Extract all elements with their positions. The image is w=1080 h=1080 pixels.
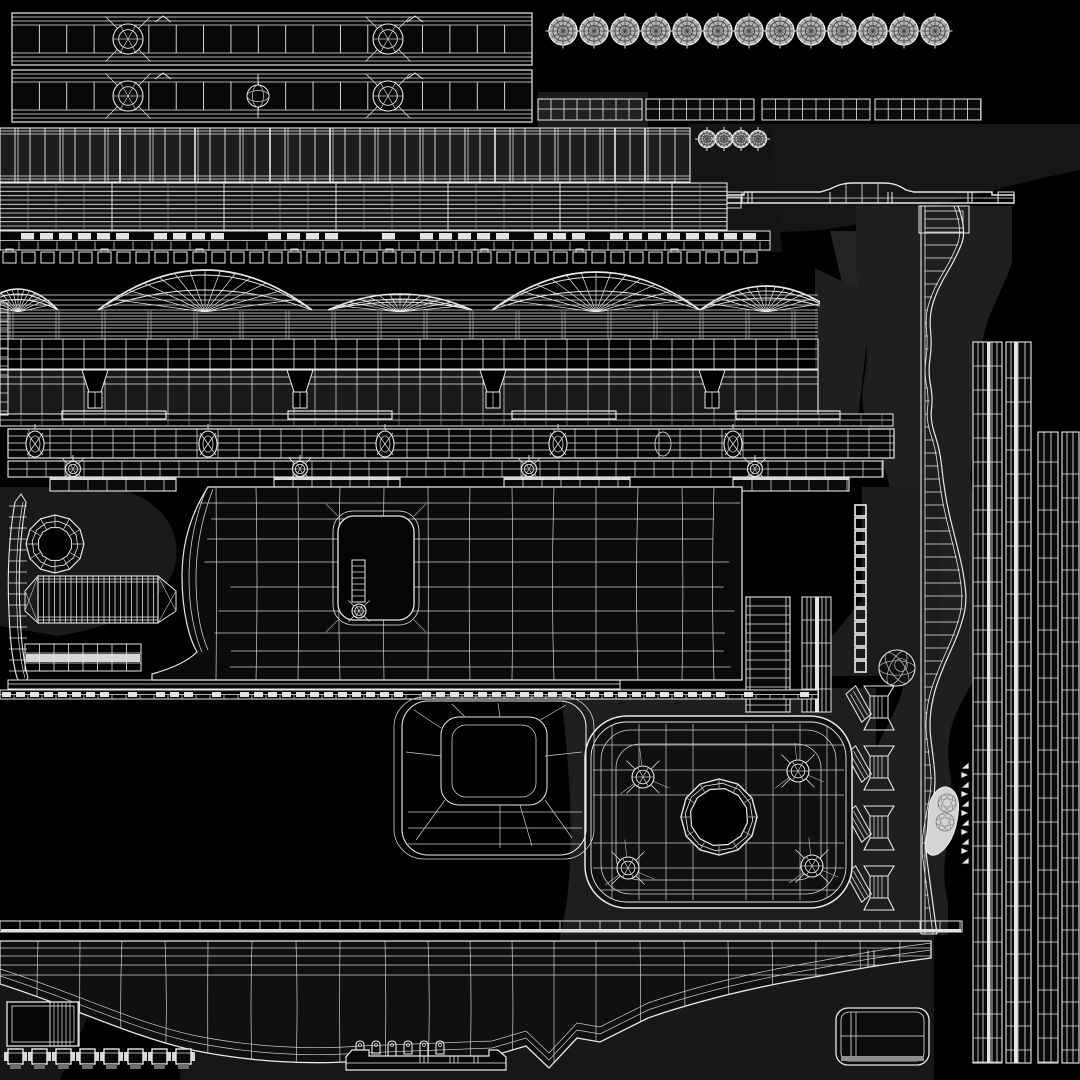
tick-rail-lower <box>0 920 963 933</box>
tiny-glyph-column <box>959 761 970 865</box>
wheel-arch-box <box>393 696 595 860</box>
highlight-blob <box>925 786 960 856</box>
rivet-disc-row <box>545 13 953 49</box>
lined-wide-bar <box>0 182 742 231</box>
small-rivet-row <box>695 127 770 151</box>
top-rail-bar-1 <box>11 12 533 66</box>
bolt-clip-column <box>845 685 895 911</box>
silhouette-top-right <box>689 124 1080 232</box>
bottom-left-bracket <box>6 1001 80 1047</box>
top-strip-3 <box>761 98 871 121</box>
silhouette-arrow <box>800 487 940 676</box>
top-strip-4 <box>874 98 982 121</box>
top-strip-2 <box>645 98 755 121</box>
top-rail-bar-2 <box>11 69 533 123</box>
tall-bar-1 <box>972 341 1003 1064</box>
clip-rail <box>7 455 884 492</box>
base-plate <box>584 715 853 909</box>
left-ladder-strip <box>7 493 29 687</box>
bumper-profile-rail <box>725 182 1015 204</box>
bottom-right-pad <box>835 1007 930 1066</box>
bearing-ring <box>25 514 85 574</box>
top-strip-1 <box>537 98 643 121</box>
notch-panel <box>0 369 819 415</box>
sill-profile <box>345 1049 507 1071</box>
clip-row <box>4 1048 195 1069</box>
dash-rail <box>0 230 771 251</box>
door-panel <box>151 486 743 681</box>
tall-bar-2 <box>1005 341 1032 1064</box>
fastener-row <box>355 1040 445 1057</box>
tall-bar-4 <box>1061 431 1080 1064</box>
fender-wave-band <box>0 269 820 312</box>
tick-rail-upper <box>0 689 819 700</box>
teeth-row <box>2 248 758 264</box>
edge-sliver <box>0 302 9 416</box>
bolt-rail <box>7 424 895 459</box>
thin-rail-a <box>7 679 621 690</box>
wavy-side-strip <box>920 205 967 935</box>
mesh-ball <box>878 649 916 687</box>
striped-wide-bar <box>0 127 691 183</box>
tall-bar-3 <box>1037 431 1059 1064</box>
compressed-line-band <box>0 311 818 339</box>
left-grid-strip <box>24 643 142 672</box>
drum-piece <box>24 574 177 625</box>
silhouette-wave-wedge <box>815 268 872 420</box>
square-bolt-column <box>854 504 867 673</box>
segment-rail <box>0 410 894 427</box>
row-bar <box>0 338 819 370</box>
